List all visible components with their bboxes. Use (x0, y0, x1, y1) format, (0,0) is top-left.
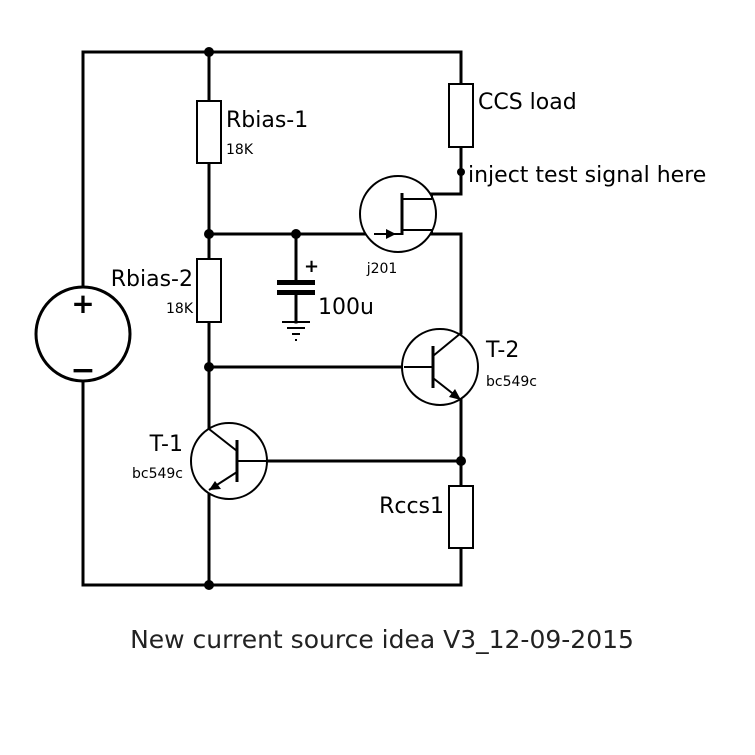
jfet-j201: j201 (359, 175, 437, 277)
capacitor-polarity: + (304, 256, 319, 277)
capacitor-value: 100u (318, 295, 374, 320)
source-minus: − (70, 353, 95, 388)
resistor-rbias1: Rbias-1 18K (196, 100, 308, 164)
t2-part: bc549c (486, 374, 537, 390)
transistor-t2: T-2 bc549c (401, 328, 537, 406)
resistor-rccs1: Rccs1 (379, 485, 474, 549)
t1-part: bc549c (132, 466, 183, 482)
resistor-rbias2: Rbias-2 18K (111, 258, 222, 323)
transistor-t1: T-1 bc549c (132, 422, 268, 500)
jfet-part: j201 (366, 261, 398, 277)
rbias1-name: Rbias-1 (226, 108, 308, 133)
rbias2-value: 18K (166, 301, 194, 317)
capacitor: + 100u (277, 256, 374, 320)
diagram-caption: New current source idea V3_12-09-2015 (130, 625, 634, 654)
rbias2-name: Rbias-2 (111, 267, 193, 292)
voltage-source: + − (34, 285, 132, 388)
t2-name: T-2 (485, 338, 519, 363)
test-signal-label: inject test signal here (468, 163, 706, 188)
t1-name: T-1 (149, 432, 183, 457)
junction-dots (204, 47, 466, 590)
wires (81, 50, 463, 587)
source-plus: + (71, 287, 94, 320)
resistor-ccs-load: CCS load (448, 83, 577, 148)
rbias1-value: 18K (226, 142, 254, 158)
ccs-load-name: CCS load (478, 90, 577, 115)
ground-icon (282, 321, 310, 341)
rccs1-name: Rccs1 (379, 494, 444, 519)
